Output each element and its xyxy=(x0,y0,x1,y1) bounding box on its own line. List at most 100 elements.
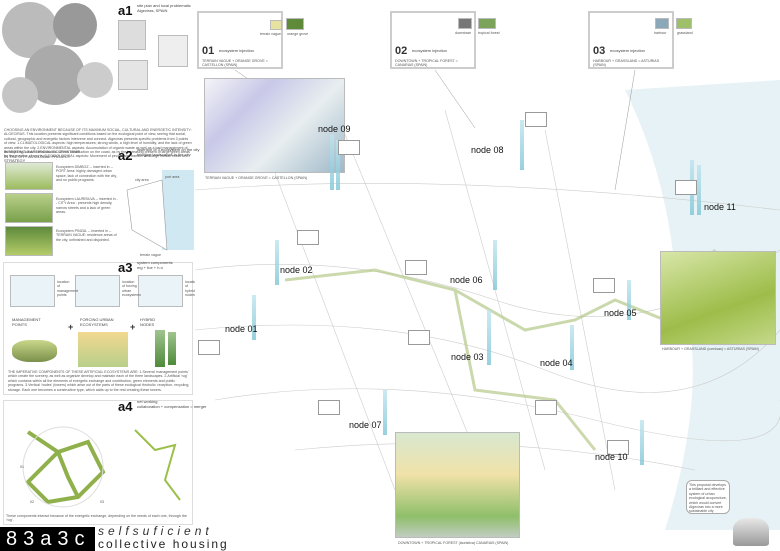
network-small-diagram xyxy=(134,429,181,501)
ecosystem-title: ecosystem injection xyxy=(610,48,645,53)
speech-text: This proposal develops a brilliant and e… xyxy=(689,483,727,514)
net-label-01: 01 xyxy=(20,465,24,469)
location-map-1 xyxy=(118,20,146,50)
photo-label: tropical forest xyxy=(478,31,500,35)
project-title-1: selfsuficient xyxy=(98,524,213,538)
node-info-box xyxy=(318,400,340,415)
node-02-label: node 02 xyxy=(280,265,313,275)
plus-1: + xyxy=(68,322,74,332)
node-05-label: node 05 xyxy=(604,308,637,318)
a4-subtitle: collaboration + compensation = merger xyxy=(137,404,207,409)
a2-map-label-city: city area xyxy=(135,178,149,182)
net-label-03: 03 xyxy=(100,500,104,504)
location-map-3 xyxy=(118,60,148,90)
a3-map-2 xyxy=(75,275,120,307)
project-title-2: collective housing xyxy=(98,537,229,551)
photo-label: downtown xyxy=(455,31,472,35)
node-info-box xyxy=(198,340,220,355)
tower xyxy=(697,165,701,215)
tower xyxy=(336,140,340,190)
panel-terrain-vague-render xyxy=(204,78,345,173)
ecosystem-photo-laurisilva xyxy=(5,193,53,223)
ecosystem-caption: TERRAIN VAGUE + ORANGE GROVE = CASTELLON… xyxy=(202,59,268,68)
node-info-box xyxy=(338,140,360,155)
photo-label: terrain vague xyxy=(260,32,281,36)
a3-map-1 xyxy=(10,275,55,307)
node-01-label: node 01 xyxy=(225,324,258,334)
net-label-02: 02 xyxy=(30,500,34,504)
node-06-label: node 06 xyxy=(450,275,483,285)
network-diagram xyxy=(22,426,106,508)
photo-tropical-forest xyxy=(478,18,496,29)
node-info-box xyxy=(408,330,430,345)
panel-caption-3: DOWNTOWN + TROPICAL FOREST (laurisilva) … xyxy=(398,541,509,545)
project-code: 83a3c xyxy=(0,527,95,551)
a2-item-2: Ecosystem LAURISILVA -- inserted in -- C… xyxy=(56,197,118,215)
a3-title: system components xyxy=(137,260,173,265)
tower xyxy=(493,240,497,290)
a2-item-3: Ecosystem PINZAL -- inserted in -- TERRA… xyxy=(56,229,117,242)
a3-map-caption-1: location of management points xyxy=(57,280,78,298)
ecosystem-number: 01 xyxy=(202,45,215,57)
hybrid-node-illustration-2 xyxy=(168,332,176,365)
node-04-label: node 04 xyxy=(540,358,573,368)
a2-map-label-port: port area xyxy=(165,175,180,179)
a2-subtitle: bringing landscapes in the city xyxy=(137,152,191,157)
a2-item-1: Ecosystem DIMBOZ -- inserted in -- PORT … xyxy=(56,165,117,183)
urban-ecosystem-illustration xyxy=(78,332,128,367)
management-point-illustration xyxy=(12,340,57,362)
photo-label: grassland xyxy=(677,31,693,35)
a3-part-2: FORCING URBAN ECOSYSTEMS xyxy=(80,317,114,327)
node-info-box xyxy=(405,260,427,275)
hybrid-node-illustration-1 xyxy=(155,330,165,367)
a2-map xyxy=(126,170,194,251)
ecosystem-number: 02 xyxy=(395,45,408,57)
tower xyxy=(627,280,631,320)
ecosystem-photo-pinzal xyxy=(5,226,53,256)
node-info-box xyxy=(607,440,629,455)
tower xyxy=(252,295,256,340)
a3-map-caption-2: location of forcing urban ecosystems xyxy=(122,280,141,298)
node-03-label: node 03 xyxy=(451,352,484,362)
node-info-box xyxy=(297,230,319,245)
panel-downtown-render xyxy=(395,432,520,538)
node-09-label: node 09 xyxy=(318,124,351,134)
tower xyxy=(520,120,524,170)
node-11-label: node 11 xyxy=(704,202,736,212)
photo-harbour xyxy=(655,18,669,29)
speech-bubble: This proposal develops a brilliant and e… xyxy=(686,480,730,514)
a4-caption: These components interact because of the… xyxy=(6,514,187,523)
a3-formula: mg + fue + h.n xyxy=(137,265,163,270)
a1-title: site plan and local problematic xyxy=(137,3,191,8)
node-08-label: node 08 xyxy=(471,145,504,155)
photo-grassland xyxy=(676,18,692,29)
tower xyxy=(570,325,574,370)
tower xyxy=(275,240,279,285)
a4-label: a4 xyxy=(118,399,133,414)
ecosystem-caption: DOWNTOWN + TROPICAL FOREST = CANARIAS (S… xyxy=(395,59,458,68)
a4-title: net working xyxy=(137,399,158,404)
a3-map-caption-3: location of hybrid nodes xyxy=(185,280,195,298)
ecosystem-number: 03 xyxy=(593,45,606,57)
ecosystem-photo-dimboz xyxy=(5,162,53,190)
a3-part-3: HYBRID NODES xyxy=(140,317,156,327)
a3-part-1: MANAGEMENT POINTS xyxy=(12,317,41,327)
a1-intro-text: CHOOSING AN ENVIRONMENT BECAUSE OF ITS M… xyxy=(4,128,192,160)
a3-text: THE IMPERATIVE COMPONENTS OF THESE ARTIF… xyxy=(8,370,190,392)
a3-label: a3 xyxy=(118,260,133,275)
ecosystem-title: ecosystem injection xyxy=(412,48,447,53)
ecosystem-caption: HARBOUR + GRASSLAND = ASTURIAS (SPAIN) xyxy=(593,59,660,68)
tower xyxy=(330,135,334,190)
location-map-2 xyxy=(158,35,188,67)
a2-title: insertion of 3 ecosystem on the city xyxy=(137,147,200,152)
a2-map-label-terrain: terrain vague xyxy=(140,253,161,257)
tower xyxy=(640,420,644,465)
panel-caption-2: HARBOUR + GRASSLAND (cornisas) = ASTURIA… xyxy=(662,347,759,351)
node-info-box xyxy=(593,278,615,293)
plus-2: + xyxy=(130,322,136,332)
node-info-box xyxy=(525,112,547,127)
a3-map-3 xyxy=(138,275,183,307)
aerial-collage xyxy=(2,2,113,113)
ecosystem-box-03: 03 ecosystem injection HARBOUR + GRASSLA… xyxy=(588,11,674,69)
architect-portrait xyxy=(733,518,769,546)
